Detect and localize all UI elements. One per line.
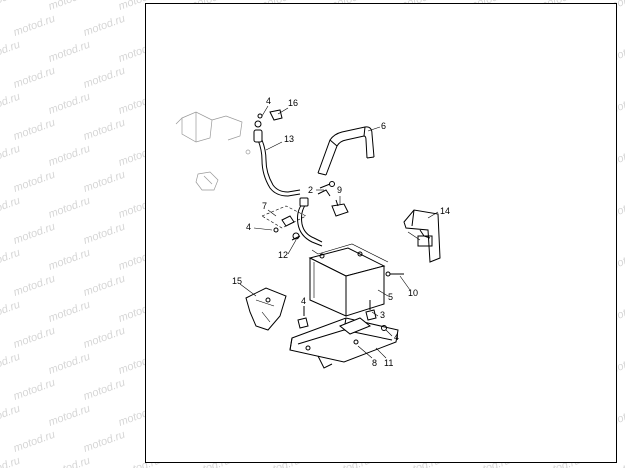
callout-10: 10 — [408, 288, 418, 298]
part-16-clip — [257, 109, 283, 121]
callout-14: 14 — [440, 206, 450, 216]
part-7-bracket — [261, 205, 307, 233]
callout-12: 12 — [278, 250, 288, 260]
diagram-frame — [145, 3, 617, 463]
callout-7: 7 — [262, 201, 267, 211]
callout-4-right: 4 — [394, 332, 399, 342]
part-8-11-battery-tray — [289, 317, 399, 369]
callout-3: 3 — [380, 310, 385, 320]
callout-9: 9 — [337, 185, 342, 195]
callout-6: 6 — [381, 121, 386, 131]
callouts: 4 16 13 6 2 9 7 4 12 14 15 10 5 4 3 4 8 … — [232, 96, 450, 368]
part-12-negative-cable — [291, 197, 323, 247]
callout-2: 2 — [308, 185, 313, 195]
part-9-clip — [331, 199, 349, 217]
fasteners — [297, 300, 387, 331]
part-2-bolt — [317, 181, 335, 197]
mount-assembly-upper-left — [175, 111, 251, 191]
part-5-battery — [308, 243, 389, 317]
callout-4-mid: 4 — [246, 222, 251, 232]
callout-8: 8 — [372, 358, 377, 368]
part-14-side-bracket — [403, 209, 441, 263]
part-6-strap — [317, 126, 375, 176]
part-15-left-bracket — [245, 287, 287, 331]
callout-16: 16 — [288, 98, 298, 108]
callout-4-left: 4 — [301, 296, 306, 306]
part-13-cable — [253, 120, 301, 197]
leader-lines — [239, 105, 439, 359]
callout-15: 15 — [232, 276, 242, 286]
callout-11: 11 — [384, 358, 393, 368]
part-10-bolt — [385, 271, 404, 277]
callout-13: 13 — [284, 134, 294, 144]
callout-5: 5 — [388, 292, 393, 302]
callout-4-top: 4 — [266, 96, 271, 106]
